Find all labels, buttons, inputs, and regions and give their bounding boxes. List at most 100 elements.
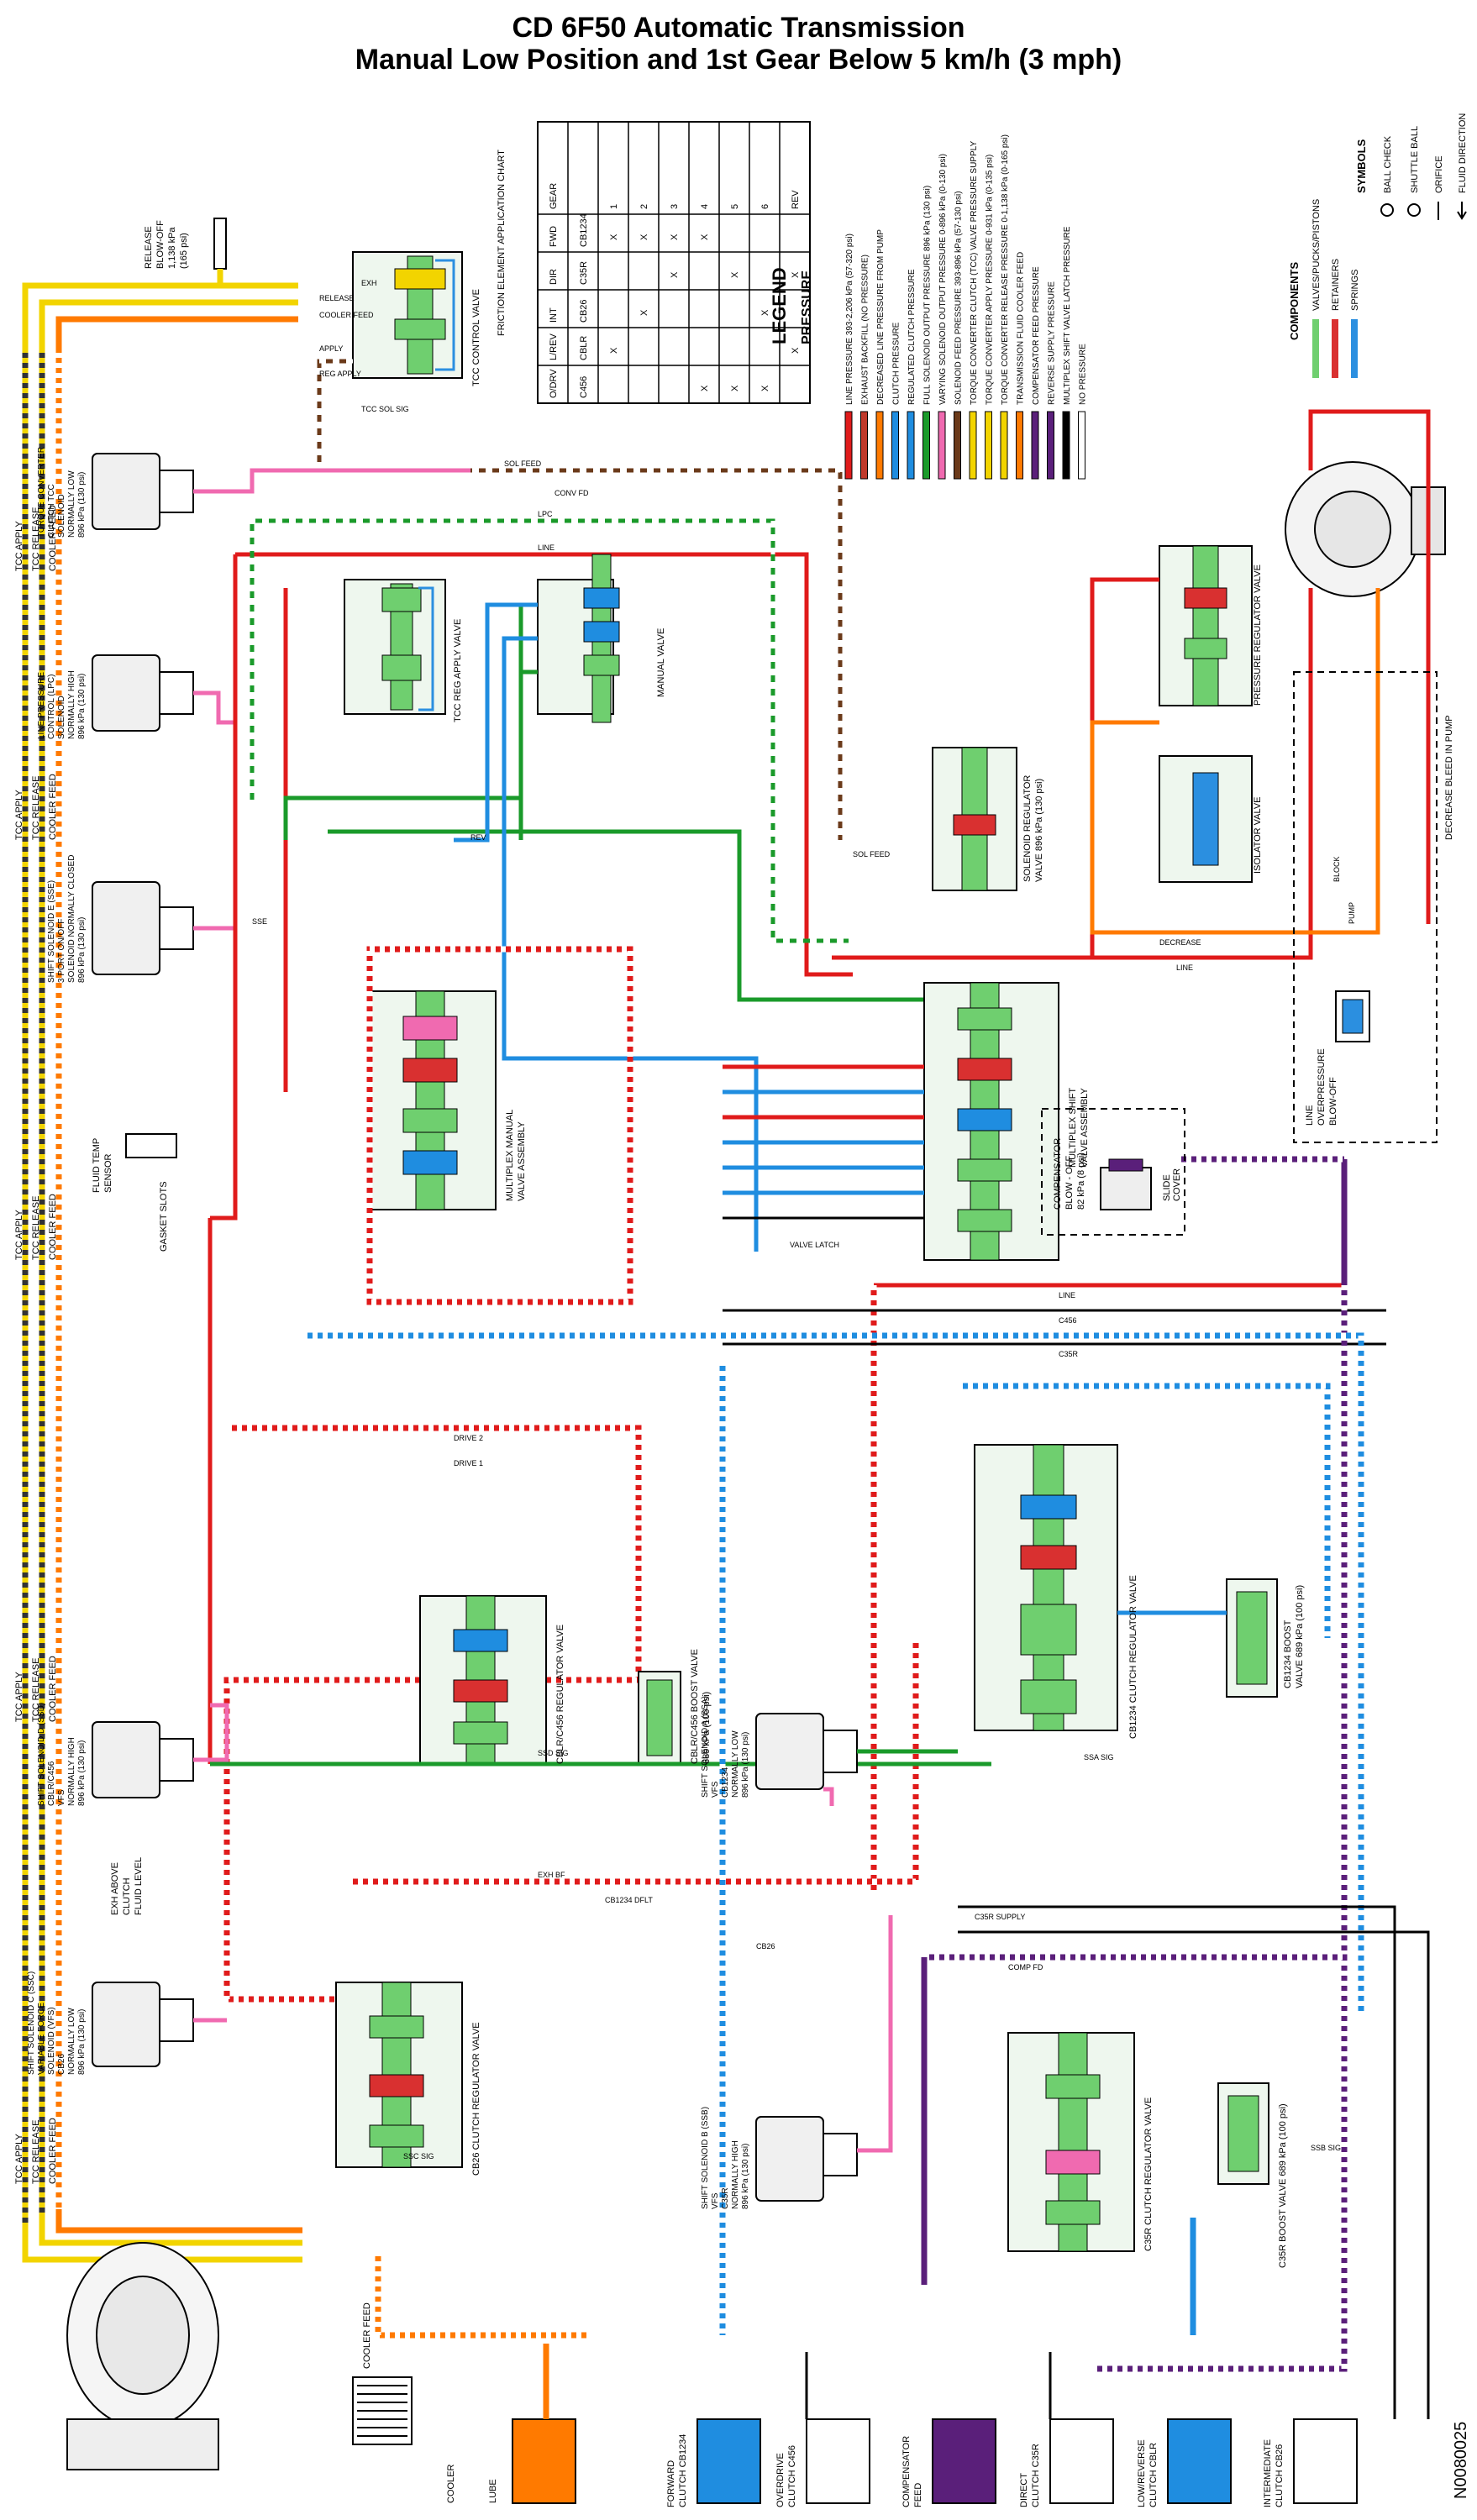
legend-label-10: TORQUE CONVERTER RELEASE PRESSURE 0-1,13… [1001,134,1010,405]
clutch-intermediate-label-0: INTERMEDIATE [1263,2439,1273,2507]
clutch-compensator [932,2418,996,2504]
lpc-solenoid-label-1: CONTROL (LPC) [47,675,56,739]
cblr-c456-regulator-valve [419,1595,547,1765]
legend-swatch-outline [875,411,884,480]
friction-mark: X [609,234,619,240]
friction-mark: X [700,385,710,391]
clutch-low-reverse-label-1: CLUTCH CBLR [1148,2443,1159,2507]
legend-label-3: CLUTCH PRESSURE [892,322,901,405]
diagram-title: CD 6F50 Automatic Transmission [512,12,965,44]
ssc-solenoid-label-0: SHIFT SOLENOID C (SSC) [27,1971,36,2075]
slide-cover-line2: COVER [1172,1168,1182,1201]
friction-subheader-3: CB26 [579,299,589,323]
tcc-reg-apply-valve-label: TCC REG APPLY VALVE [453,619,463,722]
tcc-solenoid-label-2: SOLENOID [57,494,66,538]
friction-gear-6: 6 [760,204,770,209]
manual-valve [537,554,620,723]
release-blowoff-line1: RELEASE [144,226,154,269]
tcc-apply-label-5: TCC APPLY [14,2134,24,2184]
legend-label-11: TRANSMISSION FLUID COOLER FEED [1017,252,1026,405]
lpc-solenoid-label-2: SOLENOID [57,696,66,739]
fluid-temp-sensor-body [125,1133,177,1158]
pump-label: PUMP [1348,902,1356,924]
ssa-solenoid-label-4: 896 kPa (130 psi) [741,1732,750,1798]
sol-feed-label: SOL FEED [504,459,542,468]
legend-swatch-outline [938,411,946,480]
legend-label-0: LINE PRESSURE 393-2,206 kPa (57-320 psi) [845,234,854,405]
release-label: RELEASE [319,294,355,302]
ssd-solenoid-label-2: SOLENOID NORMALLY CLOSED [67,855,76,983]
tcc-release-label-2: TCC RELEASE [31,776,41,840]
retainers-swatch [1332,319,1338,378]
legend-swatches [844,411,1085,480]
ssd-shift-solenoid-d-label-1: CBLR/C456 [47,1761,56,1806]
components-title: COMPONENTS [1288,262,1301,341]
ssc-solenoid-label-3: CB26 [57,2054,66,2075]
ssd-solenoid-label-0: SHIFT SOLENOID E (SSE) [47,880,56,983]
cb1234-boost-line1: CB1234 BOOST [1283,1620,1293,1688]
tcc-control-valve-label: TCC CONTROL VALVE [471,289,481,386]
tcc-apply-label-1: TCC APPLY [14,521,24,571]
ssc-solenoid-label-4: NORMALLY LOW [67,2008,76,2075]
clutch-compensator-label-0: COMPENSATOR [901,2436,912,2507]
symbol-orifice: ORIFICE [1434,155,1444,193]
lube-label: LUBE [488,2479,498,2503]
c35r-label: C35R [1059,1350,1079,1358]
fluid-temp-line1: FLUID TEMP [92,1138,102,1193]
lpc-passage-label: LPC [538,510,553,518]
c456-label: C456 [1059,1316,1077,1325]
line-passage-label-3: LINE [1059,1291,1075,1299]
cblr-reg-label: CBLR/C456 REGULATOR VALVE [555,1625,565,1764]
friction-gear-3: 3 [670,204,680,209]
lpc-solenoid-label-0: LINE PRESSURE [37,672,46,739]
tcc-apply-label-2: TCC APPLY [14,790,24,840]
friction-header-4: L/REV [549,333,559,360]
cblr-boost-line1: CBLR/C456 BOOST VALVE [690,1649,700,1764]
valve-latch-label: VALVE LATCH [790,1241,839,1249]
legend-swatch-outline [907,411,915,480]
line-overpressure-line2: OVERPRESSURE [1317,1048,1327,1126]
friction-header-1: FWD [549,226,559,247]
tcc-solenoid-label-4: 896 kPa (130 psi) [77,472,87,538]
ssc-solenoid-label-1: VARIABLE FORCE [37,2003,46,2075]
figure-code: N0080025 [1452,2422,1470,2499]
friction-subheader-1: CB1234 [579,213,589,247]
manual-valve-label: MANUAL VALVE [656,628,666,697]
legend-label-9: TORQUE CONVERTER APPLY PRESSURE 0-931 kP… [986,155,995,405]
ball-check-icon [1380,203,1394,217]
friction-mark: X [730,385,740,391]
rev-label: REV [470,833,486,842]
legend-swatch-outline [922,411,930,480]
decrease-bleed-label: DECREASE BLEED IN PUMP [1444,715,1454,840]
legend-label-14: MULTIPLEX SHIFT VALVE LATCH PRESSURE [1063,226,1072,405]
gasket-slots-label: GASKET SLOTS [159,1181,169,1252]
exh-above-line2: CLUTCH [122,1877,132,1915]
comp-blowoff-line1: COMPENSATOR [1053,1138,1063,1210]
lpc-solenoid [92,654,194,732]
legend-subtitle: PRESSURE [800,270,814,344]
legend-label-1: EXHAUST BACKFILL (NO PRESSURE) [861,255,870,405]
drive-1-label: DRIVE 1 [454,1459,483,1467]
multiplex-manual-valve [369,990,497,1210]
clutch-forward-label-0: FORWARD [666,2460,676,2507]
fluid-temp-line2: SENSOR [103,1153,113,1193]
ssa-solenoid-label-0: SHIFT SOLENOID A (SSA) [701,1696,710,1798]
c35r-regulator-valve [1007,2032,1135,2252]
tcc-solenoid-label-1: CLUTCH TCC [47,484,56,538]
legend-swatch-outline [985,411,992,480]
friction-header-2: DIR [549,269,559,285]
release-blowoff-line4: (165 psi) [179,233,189,269]
components-item-retainers: RETAINERS [1331,259,1341,311]
springs-swatch [1351,319,1358,378]
cblr-c456-boost-valve [638,1671,681,1765]
legend-swatch-outline [1031,411,1039,480]
components-item-springs: SPRINGS [1350,269,1360,311]
tcc-solenoid-label-0: TORQUE CONVERTER [37,447,46,538]
exh-bf-label: EXH BF [538,1871,565,1879]
clutch-compensator-label-1: FEED [913,2483,923,2507]
clutch-intermediate-label-1: CLUTCH CB26 [1275,2444,1285,2507]
friction-mark: X [791,271,801,278]
